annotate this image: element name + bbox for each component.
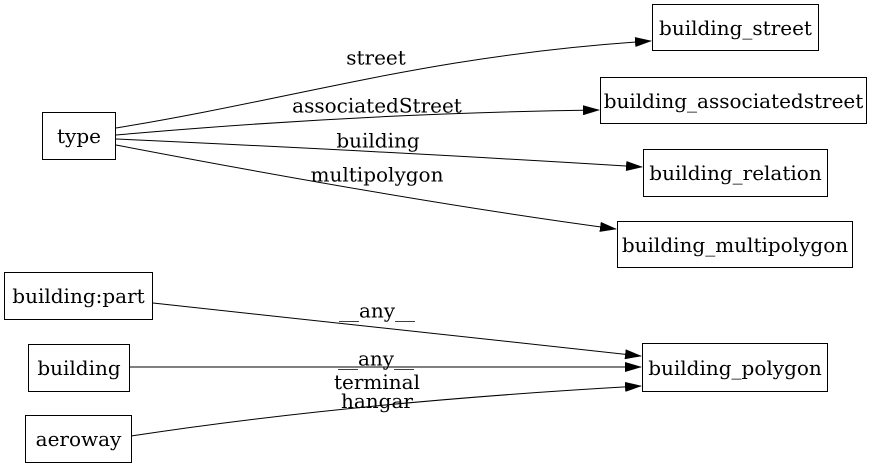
edge-label-associatedstreet: associatedStreet bbox=[292, 93, 462, 118]
node-building-relation: building_relation bbox=[643, 149, 828, 197]
edge-label-any-building: __any__ bbox=[337, 346, 415, 371]
node-type: type bbox=[42, 112, 116, 160]
edge-building-part-building-polygon bbox=[152, 302, 642, 360]
edge-type-building-associatedstreet bbox=[115, 105, 600, 136]
edge-label-any-building-part: __any__ bbox=[338, 298, 416, 323]
node-building-part: building:part bbox=[4, 272, 153, 320]
node-building-street: building_street bbox=[652, 4, 819, 51]
node-building: building bbox=[28, 344, 130, 392]
edge-type-building-relation bbox=[115, 138, 643, 171]
edge-label-terminal-hangar: terminal hangar bbox=[334, 370, 420, 413]
edge-type-building-street bbox=[115, 37, 652, 129]
node-building-associatedstreet: building_associatedstreet bbox=[600, 77, 867, 124]
node-aeroway: aeroway bbox=[25, 415, 132, 463]
node-building-multipolygon: building_multipolygon bbox=[617, 221, 853, 268]
edge-label-street: street bbox=[346, 45, 406, 70]
node-building-polygon: building_polygon bbox=[642, 343, 828, 392]
edge-aeroway-building-polygon bbox=[130, 381, 642, 437]
edge-label-building: building bbox=[336, 128, 420, 153]
edge-label-multipolygon: multipolygon bbox=[310, 162, 444, 187]
edge-type-building-multipolygon bbox=[115, 144, 617, 232]
